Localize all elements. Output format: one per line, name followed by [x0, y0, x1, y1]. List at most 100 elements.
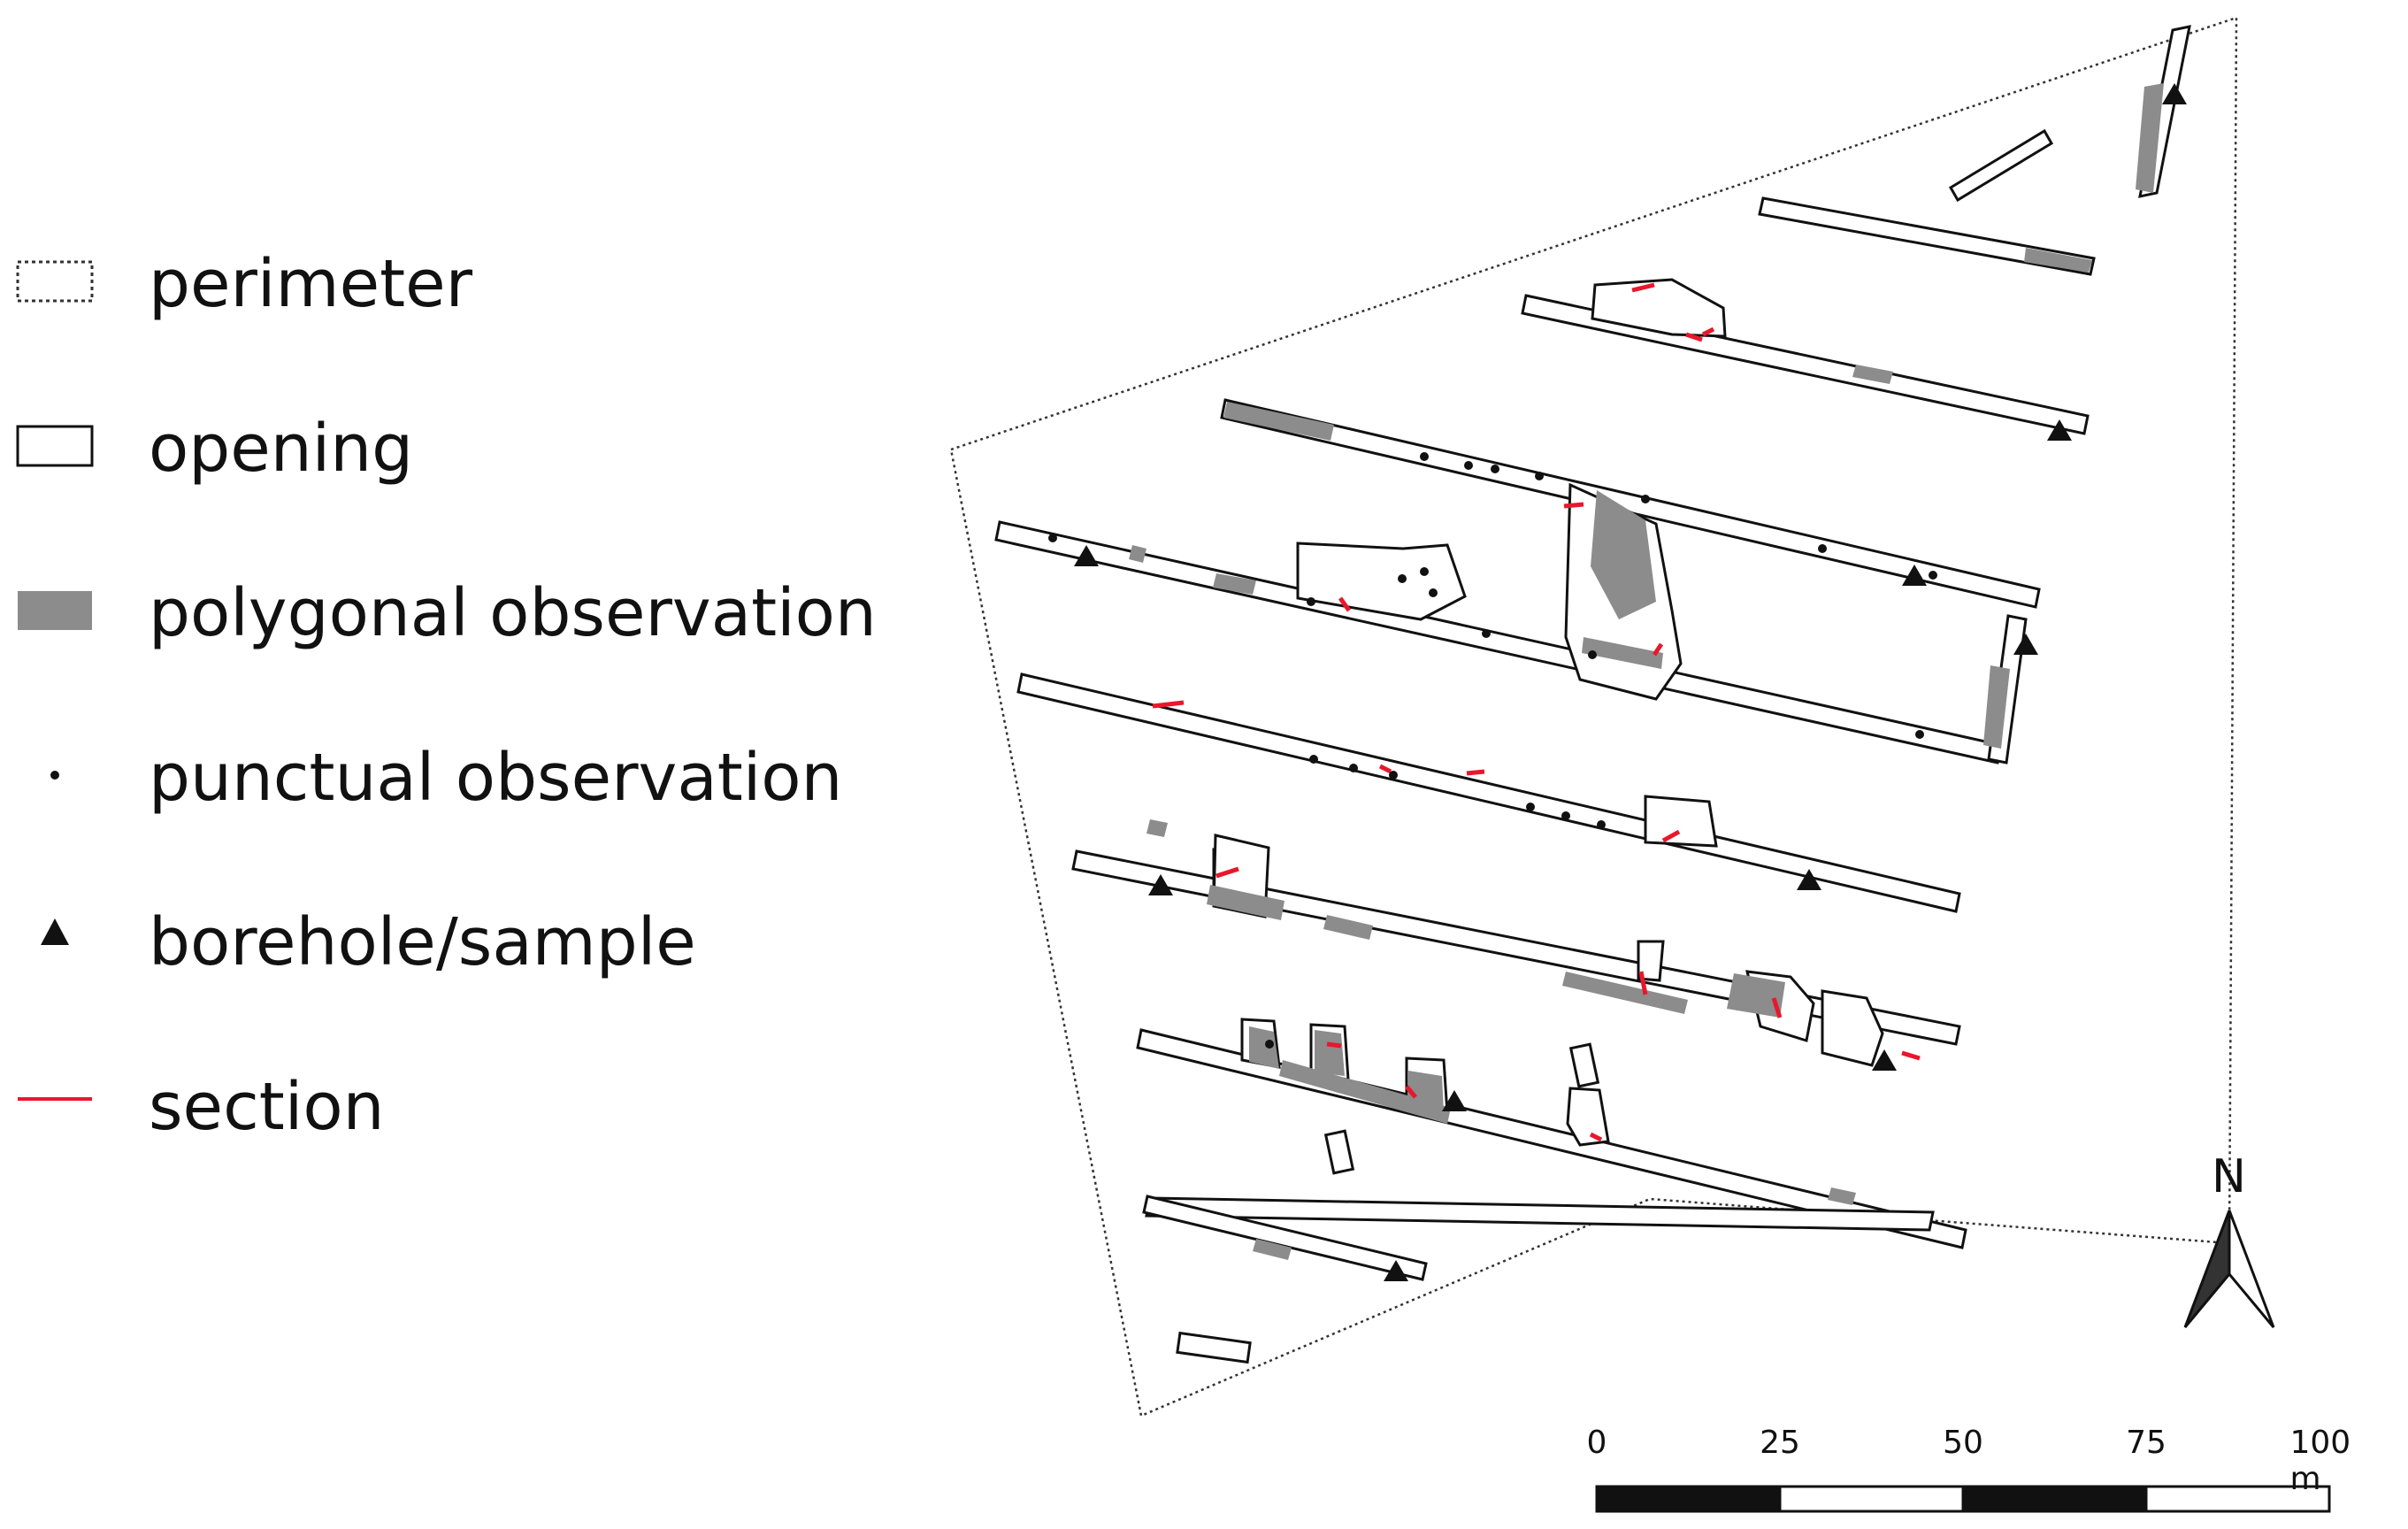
- boreholes: [1074, 83, 2187, 1281]
- point-obs-9: [1307, 597, 1315, 606]
- scale-tick-50: 50: [1943, 1425, 1983, 1461]
- section-16: [1405, 1085, 1417, 1099]
- scale-segment-4: [2144, 1485, 2331, 1513]
- trench-1: [1758, 196, 2096, 276]
- point-obs-3: [1491, 465, 1499, 473]
- scale-segment-2: [1778, 1485, 1965, 1513]
- polygon-obs-6: [1129, 545, 1146, 563]
- point-obs-8: [1048, 534, 1057, 542]
- legend-perimeter-symbol: [16, 260, 94, 303]
- polygon-obs-7: [1207, 885, 1285, 920]
- polygon-obs-4: [1852, 365, 1893, 384]
- polygon-obs-5: [1213, 573, 1256, 595]
- north-arrow: [2183, 1210, 2275, 1328]
- point-obs-6: [1818, 544, 1827, 553]
- trench-3: [1220, 398, 2041, 609]
- legend: [16, 260, 94, 1101]
- legend-label-perimeter: perimeter: [149, 246, 473, 322]
- borehole-1: [2162, 83, 2187, 104]
- point-obs-15: [1309, 755, 1318, 764]
- polygon-obs-10: [1249, 1026, 1279, 1069]
- opening-small-top: [1948, 128, 2054, 203]
- point-obs-16: [1349, 764, 1358, 772]
- scale-segment-3: [1961, 1485, 2148, 1513]
- point-obs-19: [1561, 811, 1570, 820]
- section-12: [1638, 971, 1648, 995]
- point-obs-10: [1398, 574, 1407, 583]
- borehole-3: [1074, 545, 1099, 566]
- scale-tick-0: 0: [1586, 1425, 1607, 1461]
- section-2: [1685, 332, 1703, 342]
- north-label: N: [2212, 1150, 2246, 1203]
- polygon-obs-18: [1983, 665, 2010, 749]
- borehole-7: [1797, 869, 1821, 890]
- opening-small-2: [1323, 1129, 1355, 1175]
- section-14: [1901, 1050, 1921, 1061]
- legend-label-opening: opening: [149, 411, 414, 487]
- polygon-obs-19: [1591, 490, 1656, 619]
- north-arrow-right: [2228, 1210, 2275, 1328]
- polygon-obs-12: [1315, 1030, 1345, 1076]
- section-15: [1326, 1041, 1342, 1049]
- borehole-10: [1384, 1260, 1408, 1281]
- opening-small-3: [1568, 1042, 1600, 1088]
- section-3: [1701, 327, 1715, 337]
- scale-tick-25: 25: [1760, 1425, 1800, 1461]
- polygon-obs-1: [1223, 402, 1334, 441]
- section-6: [1338, 596, 1352, 612]
- extension-1: [1591, 278, 1727, 338]
- borehole-8: [1872, 1049, 1897, 1071]
- section-13: [1771, 997, 1783, 1018]
- opening-small-1: [1176, 1331, 1252, 1364]
- scale-segment-1: [1595, 1485, 1782, 1513]
- polygon-obs-17: [1828, 1187, 1856, 1205]
- scale-bar: [1595, 1485, 2331, 1513]
- polygon-obs-14: [1727, 973, 1785, 1018]
- polygon-obs-15: [1146, 819, 1168, 837]
- sections: [1152, 282, 1921, 1142]
- legend-label-section: section: [149, 1069, 385, 1145]
- legend-borehole-symbol: [41, 918, 69, 945]
- section-1: [1631, 282, 1655, 293]
- polygon-obs-11: [1279, 1060, 1451, 1124]
- point-obs-5: [1641, 495, 1650, 503]
- point-obs-14: [1588, 650, 1597, 659]
- legend-polygonal-symbol: [18, 591, 92, 630]
- north-arrow-left: [2183, 1210, 2231, 1328]
- section-9: [1466, 769, 1485, 776]
- legend-opening-symbol: [16, 425, 94, 467]
- scale-tick-100: 100 m: [2289, 1425, 2351, 1497]
- polygonal-observations: [1129, 83, 2164, 1260]
- punctual-observations: [1048, 452, 1937, 1049]
- point-obs-12: [1429, 588, 1438, 597]
- borehole-4: [1902, 565, 1927, 586]
- section-17: [1589, 1132, 1603, 1142]
- polygon-obs-16: [1253, 1239, 1292, 1260]
- extension-7: [1637, 940, 1665, 982]
- polygon-obs-20: [1582, 637, 1663, 669]
- legend-punctual-symbol: [50, 771, 59, 780]
- point-obs-11: [1420, 567, 1429, 576]
- borehole-5: [2013, 634, 2038, 655]
- point-obs-17: [1389, 771, 1398, 780]
- extension-13: [1566, 1087, 1610, 1147]
- borehole-9: [1442, 1090, 1467, 1111]
- section-8: [1378, 764, 1392, 774]
- trench-9: [1142, 1195, 1428, 1281]
- borehole-6: [1148, 874, 1173, 895]
- point-obs-7: [1929, 571, 1937, 580]
- point-obs-20: [1597, 820, 1606, 829]
- extension-4: [1644, 795, 1718, 848]
- section-11: [1216, 866, 1239, 879]
- legend-label-punctual: punctual observation: [149, 740, 843, 816]
- section-10: [1661, 829, 1681, 843]
- section-5: [1652, 642, 1664, 657]
- polygon-obs-2: [2024, 248, 2092, 273]
- point-obs-18: [1526, 803, 1535, 811]
- point-obs-13: [1482, 629, 1491, 638]
- polygon-obs-13: [1408, 1071, 1444, 1113]
- polygon-obs-8: [1323, 915, 1373, 940]
- point-obs-22: [1265, 1040, 1274, 1049]
- polygon-obs-9: [1562, 972, 1688, 1014]
- point-obs-2: [1464, 461, 1473, 470]
